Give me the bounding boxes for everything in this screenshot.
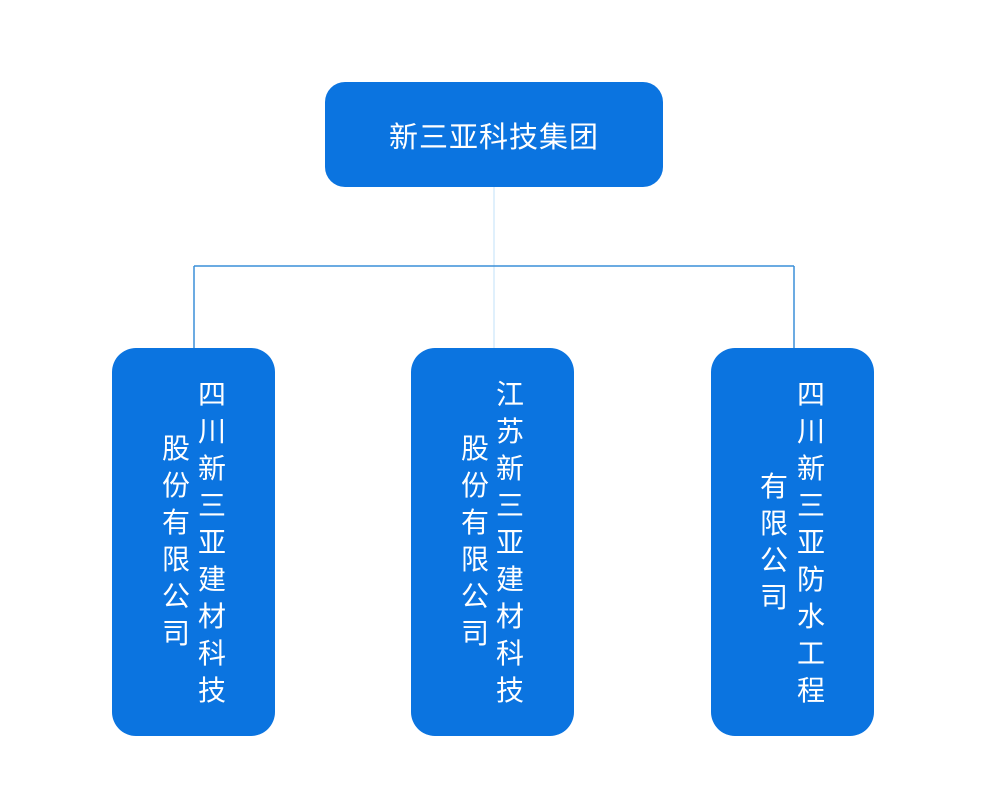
label-char: 技 — [198, 674, 227, 707]
label-char: 材 — [496, 600, 525, 633]
child-node-sichuan-waterproofing: 四川新三亚防水工程 有限公司 — [711, 348, 874, 736]
label-char: 新 — [496, 452, 525, 485]
label-char: 公 — [162, 580, 191, 613]
label-char: 建 — [496, 563, 525, 596]
child-node-label-line-2: 有限公司 — [760, 468, 788, 616]
label-char: 股 — [162, 432, 191, 465]
label-char: 三 — [797, 489, 826, 522]
label-char: 材 — [198, 600, 227, 633]
label-char: 川 — [797, 415, 826, 448]
child-node-jiangsu-building-materials: 江苏新三亚建材科技 股份有限公司 — [411, 348, 574, 736]
label-char: 程 — [797, 674, 826, 707]
label-char: 有 — [760, 470, 789, 503]
label-char: 苏 — [496, 415, 525, 448]
label-char: 股 — [461, 432, 490, 465]
label-char: 亚 — [198, 526, 227, 559]
child-node-label-line-1: 江苏新三亚建材科技 — [496, 376, 524, 709]
child-node-label-line-2: 股份有限公司 — [461, 430, 489, 652]
child-node-label-line-2: 股份有限公司 — [162, 430, 190, 652]
label-char: 份 — [162, 469, 191, 502]
label-char: 三 — [496, 489, 525, 522]
label-char: 川 — [198, 415, 227, 448]
label-char: 司 — [461, 617, 490, 650]
label-char: 三 — [198, 489, 227, 522]
label-char: 新 — [797, 452, 826, 485]
label-char: 四 — [198, 378, 227, 411]
label-char: 亚 — [496, 526, 525, 559]
label-char: 江 — [496, 378, 525, 411]
label-char: 建 — [198, 563, 227, 596]
label-char: 限 — [760, 507, 789, 540]
label-char: 工 — [797, 637, 826, 670]
label-char: 限 — [162, 543, 191, 576]
label-char: 科 — [496, 637, 525, 670]
label-char: 亚 — [797, 526, 826, 559]
label-char: 科 — [198, 637, 227, 670]
label-char: 水 — [797, 600, 826, 633]
label-char: 份 — [461, 469, 490, 502]
label-char: 限 — [461, 543, 490, 576]
label-char: 有 — [461, 506, 490, 539]
child-node-label-line-1: 四川新三亚防水工程 — [797, 376, 825, 709]
label-char: 司 — [760, 581, 789, 614]
label-char: 公 — [760, 544, 789, 577]
child-node-sichuan-building-materials: 四川新三亚建材科技 股份有限公司 — [112, 348, 275, 736]
root-node-label: 新三亚科技集团 — [388, 119, 599, 154]
label-char: 技 — [496, 674, 525, 707]
label-char: 有 — [162, 506, 191, 539]
root-node: 新三亚科技集团 — [325, 82, 663, 187]
child-node-label-line-1: 四川新三亚建材科技 — [198, 376, 226, 709]
label-char: 新 — [198, 452, 227, 485]
label-char: 公 — [461, 580, 490, 613]
label-char: 司 — [162, 617, 191, 650]
label-char: 四 — [797, 378, 826, 411]
label-char: 防 — [797, 563, 826, 596]
